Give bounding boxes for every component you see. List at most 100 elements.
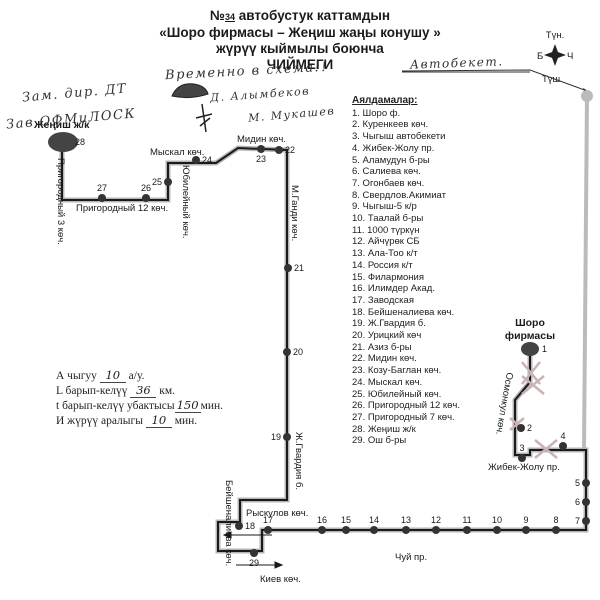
stop-legend-item: 10. Таалай б-ры xyxy=(352,213,424,225)
stat-length: L барып-келүү 36 км. xyxy=(56,383,176,398)
street-zh-gvardia: Ж.Гвардия б. xyxy=(293,432,304,490)
stop-number-22: 22 xyxy=(285,145,295,155)
stop-legend-item: 11. 1000 түркүн xyxy=(352,224,420,236)
stop-marker-14 xyxy=(370,526,378,534)
stop-number-12: 12 xyxy=(431,515,441,525)
compass-south: Түш. xyxy=(542,74,563,85)
stop-legend-item: 6. Салиева көч. xyxy=(352,166,421,178)
stop-legend-item: 5. Аламудун б-ры xyxy=(352,154,430,166)
stop-marker-5 xyxy=(582,479,590,487)
stop-legend-item: 21. Азиз б-ры xyxy=(352,341,412,353)
stop-legend-item: 19. Ж.Гвардия б. xyxy=(352,318,426,330)
stop-marker-2 xyxy=(517,424,525,432)
title-line-3: жүрүү кыймылы боюнча xyxy=(216,41,384,56)
compass-north: Түн. xyxy=(546,30,564,41)
stop-legend-item: 13. Ала-Тоо к/т xyxy=(352,248,418,260)
street-prigorodny-3: Пригородный 3 көч. xyxy=(55,158,66,245)
stat-time-value: 150 xyxy=(174,398,201,413)
stop-number-28: 28 xyxy=(75,137,85,147)
detour-line xyxy=(582,95,589,451)
stop-marker-21 xyxy=(284,264,292,272)
terminal-zhenish-marker xyxy=(48,132,78,152)
street-kiev: Киев көч. xyxy=(260,574,301,585)
street-prigorodny-12: Пригородный 12 көч. xyxy=(76,203,168,214)
stop-number-14: 14 xyxy=(369,515,379,525)
stops-legend-header: Аялдамалар: xyxy=(352,95,418,106)
stop-marker-20 xyxy=(283,348,291,356)
title-line-1: №34 автобустук каттамдын xyxy=(209,8,391,23)
stop-number-5: 5 xyxy=(575,478,580,488)
stop-legend-item: 12. Айчүрөк СБ xyxy=(352,236,420,248)
route-path xyxy=(59,143,589,554)
stat-vehicles-value: 10 xyxy=(99,368,126,383)
compass-rose: Түн. Б Ч Түш. xyxy=(537,30,573,85)
stop-marker-13 xyxy=(402,526,410,534)
stop-marker-12 xyxy=(432,526,440,534)
stop-number-26: 26 xyxy=(141,183,151,193)
stop-marker-15 xyxy=(342,526,350,534)
document-title: №34 автобустук каттамдын «Шоро фирмасы –… xyxy=(150,8,450,73)
terminal-shoro-label-2: фирмасы xyxy=(505,330,555,342)
compass-west: Б xyxy=(537,51,543,62)
stop-number-8: 8 xyxy=(553,515,558,525)
stop-marker-8 xyxy=(552,526,560,534)
stop-legend-item: 20. Урицкий көч xyxy=(352,330,422,342)
compass-east: Ч xyxy=(567,51,573,62)
stop-legend-item: 18. Бейшеналиева көч. xyxy=(352,306,455,318)
stop-legend-item: 23. Козу-Баглан көч. xyxy=(352,365,442,377)
street-chuy: Чуй пр. xyxy=(395,552,427,563)
route-stats: А чыгуу 10 а/у. L барып-келүү 36 км. t б… xyxy=(56,368,223,428)
title-line-4: ЧИЙМЕГИ xyxy=(266,57,334,72)
stop-number-4: 4 xyxy=(560,431,565,441)
stop-number-11: 11 xyxy=(462,515,471,525)
street-yubileyny: Юбилейный көч. xyxy=(180,165,191,239)
terminal-zhenish-label: Жеңиш ж/к xyxy=(33,119,90,131)
terminal-shoro-marker xyxy=(521,342,539,356)
stop-number-25: 25 xyxy=(152,177,162,187)
terminal-pointer-line xyxy=(401,69,591,93)
stop-number-6: 6 xyxy=(575,497,580,507)
stop-legend-item: 22. Мидин көч. xyxy=(352,353,417,365)
stop-legend-item: 26. Пригородный 12 көч. xyxy=(352,400,460,412)
stop-number-27: 27 xyxy=(97,183,107,193)
signature-scribble xyxy=(171,83,213,133)
street-zhibek-zholu: Жибек-Жолу пр. xyxy=(488,462,560,473)
street-midin: Мидин көч. xyxy=(237,134,286,145)
stop-legend-item: 9. Чыгыш-5 к/р xyxy=(352,201,417,213)
stat-length-value: 36 xyxy=(130,383,157,398)
stop-marker-22 xyxy=(275,146,283,154)
stop-number-23: 23 xyxy=(256,154,266,164)
stop-marker-10 xyxy=(493,526,501,534)
stop-number-24: 24 xyxy=(202,155,212,165)
title-line-2: «Шоро фирмасы – Жеңиш жаңы конушу » xyxy=(159,25,441,40)
street-osmonkul: Осмонкул көч. xyxy=(493,371,515,435)
stop-marker-11 xyxy=(463,526,471,534)
stop-legend-item: 27. Пригородный 7 көч. xyxy=(352,411,455,423)
terminal-shoro-label-1: Шоро xyxy=(515,317,545,329)
detour-start-marker xyxy=(581,90,593,102)
stop-marker-9 xyxy=(522,526,530,534)
stop-legend-item: 14. Россия к/т xyxy=(352,259,413,271)
stop-legend-item: 2. Куренкеев көч. xyxy=(352,119,429,131)
stop-number-15: 15 xyxy=(341,515,351,525)
stop-legend-item: 25. Юбилейный көч. xyxy=(352,388,442,400)
stop-legend-item: 29. Ош б-ры xyxy=(352,435,407,447)
stop-marker-19 xyxy=(283,433,291,441)
stat-vehicles: А чыгуу 10 а/у. xyxy=(56,368,145,383)
stop-legend-item: 28. Жеңиш ж/к xyxy=(352,423,416,435)
stat-interval-value: 10 xyxy=(145,413,172,428)
stop-number-21: 21 xyxy=(294,263,304,273)
stop-marker-23 xyxy=(257,145,265,153)
stop-number-9: 9 xyxy=(523,515,528,525)
stop-marker-16 xyxy=(318,526,326,534)
stop-number-7: 7 xyxy=(575,516,580,526)
stop-number-29: 29 xyxy=(249,558,259,568)
stop-legend-item: 8. Свердлов.Акимиат xyxy=(352,189,446,201)
stop-legend-item: 16. Илимдер Акад. xyxy=(352,283,435,295)
stop-number-20: 20 xyxy=(293,347,303,357)
stat-interval: И жүрүү аралыгы 10 мин. xyxy=(56,413,198,428)
stop-marker-25 xyxy=(164,178,172,186)
stop-marker-18 xyxy=(235,522,243,530)
